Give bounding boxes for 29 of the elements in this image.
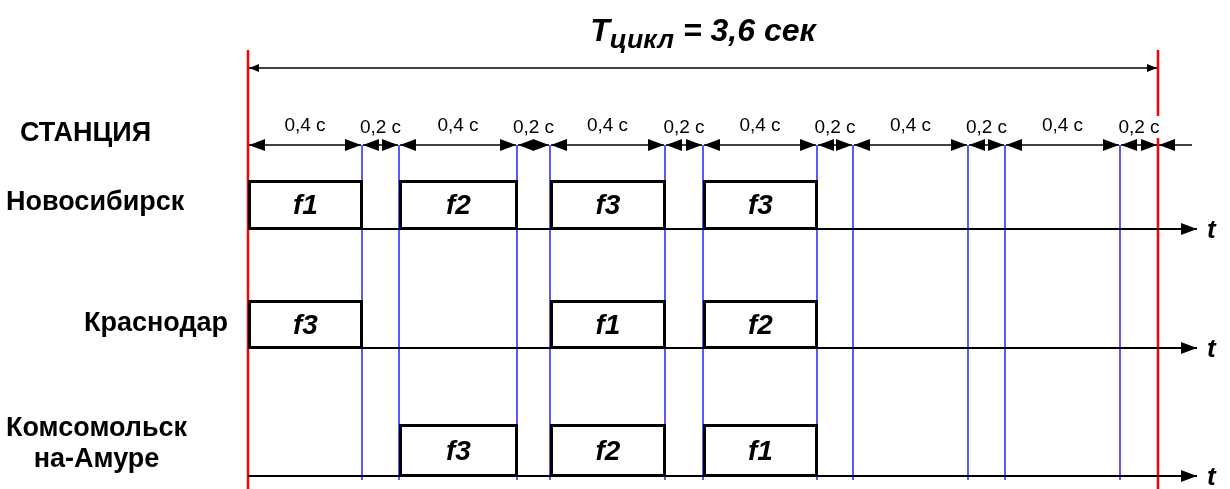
duration-label: 0,2 с xyxy=(358,116,403,138)
station-name: Краснодар xyxy=(84,307,229,338)
station-name: Комсомольск на-Амуре xyxy=(6,412,188,474)
axis-label: t xyxy=(1207,214,1216,245)
duration-label: 0,2 с xyxy=(511,116,556,138)
duration-label: 0,4 с xyxy=(738,114,782,136)
duration-label: 0,4 с xyxy=(585,114,630,136)
duration-label: 0,4 с xyxy=(1040,114,1085,136)
column-heading: СТАНЦИЯ xyxy=(20,117,152,148)
axis-label: t xyxy=(1207,333,1216,364)
duration-label: 0,4 с xyxy=(888,114,933,136)
duration-label: 0,4 с xyxy=(283,114,327,136)
duration-label: 0,2 с xyxy=(964,116,1009,138)
frequency-slot-box: f2 xyxy=(550,424,666,477)
frequency-slot-box: f2 xyxy=(703,300,818,349)
frequency-slot-box: f3 xyxy=(399,424,518,477)
axis-label: t xyxy=(1207,461,1216,489)
frequency-slot-box: f1 xyxy=(550,300,666,349)
frequency-slot-box: f3 xyxy=(248,300,363,349)
title: T$_{цикл}$ = 3,6 сек xyxy=(589,12,818,56)
duration-label: 0,2 с xyxy=(813,116,857,138)
station-name: Новосибирск xyxy=(6,186,185,217)
frequency-slot-box: f3 xyxy=(550,180,666,230)
frequency-slot-box: f1 xyxy=(703,424,818,477)
frequency-slot-box: f1 xyxy=(248,180,363,230)
duration-label: 0,2 с xyxy=(662,116,706,138)
frequency-slot-box: f2 xyxy=(399,180,518,230)
frequency-slot-box: f3 xyxy=(703,180,818,230)
duration-label: 0,4 с xyxy=(436,114,480,136)
